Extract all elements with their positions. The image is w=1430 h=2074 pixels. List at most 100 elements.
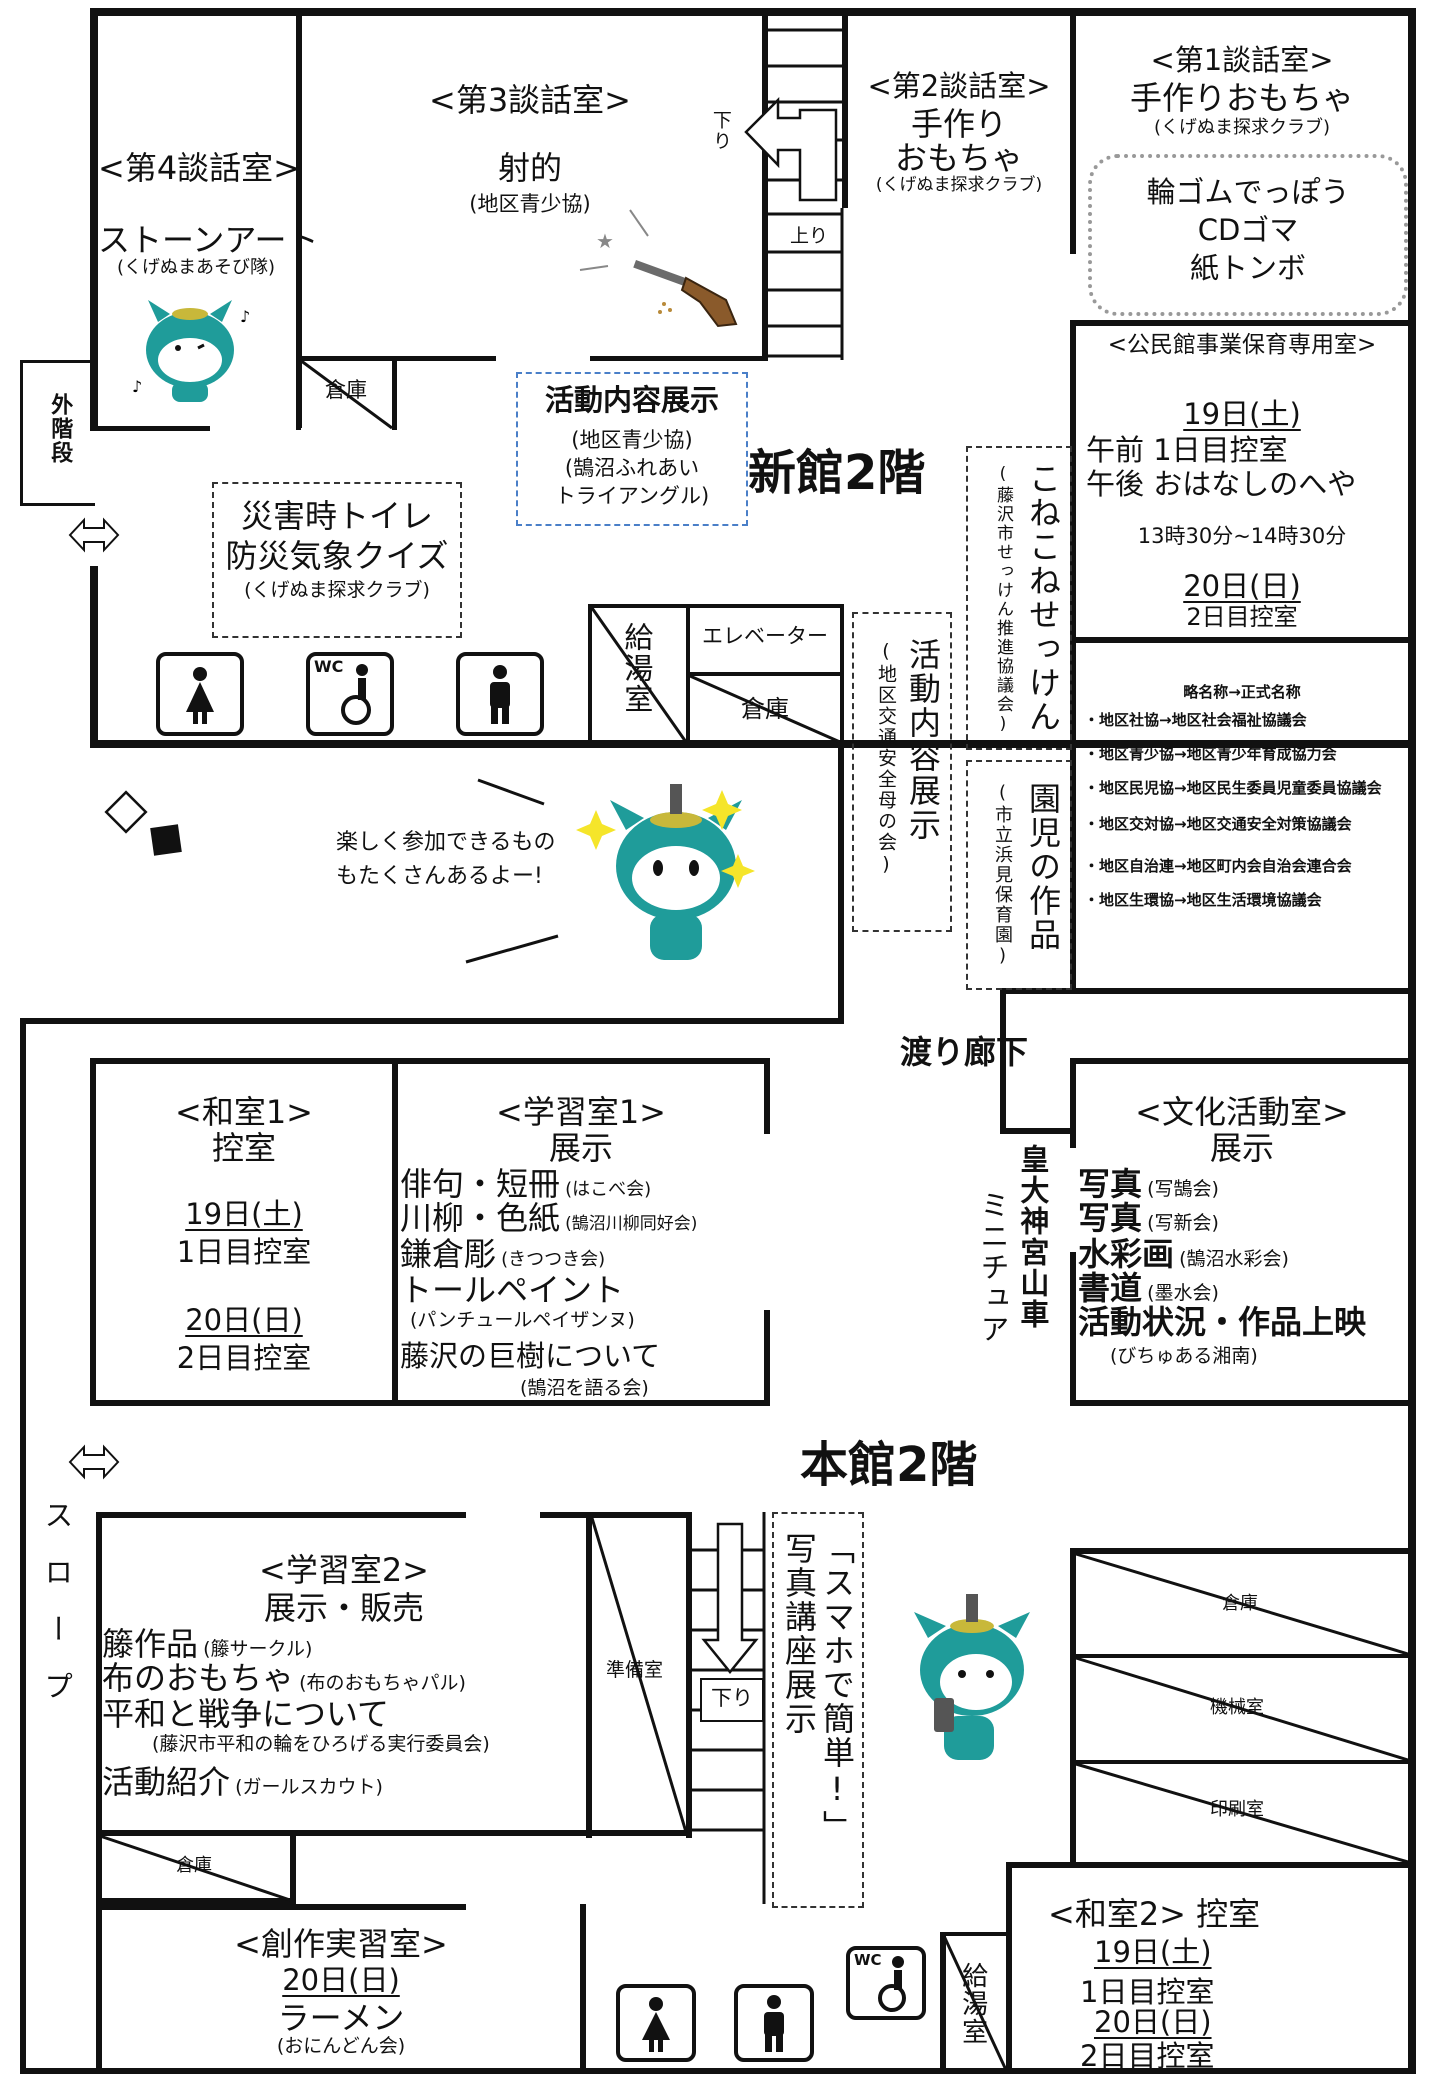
- exhibit-org: (鵠沼川柳同好会): [565, 1214, 698, 1234]
- svg-text:★: ★: [596, 229, 614, 253]
- wall: [1000, 1128, 1076, 1134]
- room1-toy-list: 輪ゴムでっぽう CDゴマ 紙トンボ: [1088, 154, 1408, 316]
- accessible-toilet-icon: WC: [306, 652, 394, 736]
- exhibit-org: (はこべ会): [565, 1179, 652, 1200]
- exhibit-title: 平和と戦争について: [102, 1695, 390, 1733]
- room4-item: ストーンアート: [98, 221, 319, 259]
- wall: [90, 426, 210, 431]
- washitsu1-sub: 控室: [211, 1129, 276, 1167]
- down-arrow-icon: [701, 1522, 759, 1674]
- nursery-pm: 午後 おはなしのへや: [1086, 467, 1357, 501]
- exhibit-org: (写新会): [1147, 1212, 1219, 1234]
- sosaku-item: ラーメン: [277, 1999, 405, 2037]
- exhibit-item: 鎌倉彫 (きつつき会): [400, 1236, 605, 1273]
- room1-org: (くげぬま探求クラブ): [1153, 117, 1331, 138]
- exhibit-item: 俳句・短冊 (はこべ会): [400, 1166, 651, 1203]
- stairs-up-label: 上り: [790, 225, 829, 247]
- wall: [686, 1512, 692, 1838]
- exhibit-item: 写真 (写鵠会): [1078, 1166, 1219, 1203]
- womens-toilet-icon: [156, 652, 244, 736]
- disaster-line1: 災害時トイレ: [240, 497, 433, 535]
- exhibit-org: (びちゅある湘南): [1110, 1345, 1258, 1367]
- outer-stairs: 外階段: [20, 360, 95, 506]
- exhibit-org: (パンチュールペイザンヌ): [410, 1309, 635, 1331]
- wall: [96, 1904, 466, 1910]
- washitsu2-day2-room: 2日目控室: [1080, 2039, 1215, 2073]
- wall: [290, 1830, 296, 1904]
- gakushu2-sub: 展示・販売: [263, 1589, 424, 1627]
- washitsu2-day1-room: 1日目控室: [1080, 1975, 1215, 2009]
- wall: [20, 1018, 842, 1024]
- wall: [96, 1512, 466, 1518]
- wall: [90, 566, 98, 746]
- exhibit-title: 籐作品: [102, 1625, 199, 1663]
- wall: [296, 356, 301, 430]
- wc-label: WC: [314, 657, 344, 676]
- exhibit-item: 活動紹介 (ガールスカウト): [102, 1764, 383, 1801]
- mascot-icon: [576, 784, 755, 960]
- wall: [580, 1904, 586, 2074]
- room2-org: (くげぬま探求クラブ): [875, 175, 1043, 195]
- wall: [296, 8, 302, 428]
- children-title: 園児の作品: [1024, 782, 1062, 952]
- exhibit-item: 書道 (墨水会): [1078, 1270, 1219, 1307]
- exhibit-title: 俳句・短冊: [400, 1165, 561, 1203]
- wall: [392, 356, 397, 430]
- shinkan-floor-title: 新館2階: [748, 445, 926, 501]
- wall: [1070, 637, 1416, 643]
- activity-vertical-org: (地区交通安全母の会): [875, 640, 897, 877]
- stairs-down-label: 下り: [709, 110, 732, 152]
- wall: [1070, 1760, 1416, 1764]
- wall: [940, 1932, 1012, 1936]
- mini-col2: ミニチュア: [975, 1190, 1010, 1345]
- wall: [90, 1400, 770, 1406]
- souko-label: 倉庫: [1222, 1593, 1258, 1614]
- storage2-label: 倉庫: [741, 695, 789, 723]
- toy-gun-icon: [633, 260, 738, 328]
- nursery-day1: 19日(土): [1183, 397, 1301, 431]
- wall: [1070, 1654, 1416, 1658]
- honkan-down-box: 下り: [700, 1678, 764, 1722]
- room2-item1: 手作り: [910, 105, 1007, 143]
- wall: [90, 8, 98, 430]
- toy-list-item: CDゴマ: [1197, 213, 1299, 247]
- wall: [1000, 988, 1416, 994]
- children-box: 園児の作品 (市立浜見保育園): [966, 760, 1072, 990]
- activity-display-org: (鵠沼ふれあい: [564, 456, 700, 480]
- wall: [96, 1898, 296, 1904]
- wall: [20, 1018, 26, 2074]
- activity-display-title: 活動内容展示: [544, 383, 719, 417]
- wall: [940, 1932, 946, 2074]
- room2-item2: おもちゃ: [894, 139, 1023, 177]
- room2-name: <第2談話室>: [867, 69, 1051, 103]
- exhibit-org: (写鵠会): [1147, 1178, 1219, 1200]
- corridor-label: 渡り廊下: [900, 1033, 1029, 1071]
- wall: [1070, 8, 1076, 254]
- activity-vertical-title: 活動内容展示: [904, 638, 942, 842]
- mens-toilet-icon: [734, 1984, 814, 2062]
- wall: [1006, 1862, 1416, 1868]
- mini-col1: 皇大神宮山車: [1015, 1144, 1050, 1330]
- kikai-diagonal: [1075, 1656, 1409, 1762]
- wall: [392, 1058, 398, 1406]
- disaster-org: (くげぬま探求クラブ): [244, 579, 430, 601]
- gakushu2-name: <学習室2>: [259, 1551, 429, 1589]
- prep-diagonal: [590, 1517, 688, 1833]
- washitsu1-day1: 19日(土): [185, 1197, 303, 1231]
- disaster-line2: 防災気象クイズ: [225, 537, 449, 575]
- nursery-time: 13時30分~14時30分: [1137, 524, 1347, 548]
- children-org: (市立浜見保育園): [992, 782, 1013, 968]
- wall: [1070, 1058, 1076, 1148]
- washitsu1-day2: 20日(日): [185, 1303, 303, 1337]
- room4-org: (くげぬまあそび隊): [116, 257, 276, 278]
- exhibit-org: (ガールスカウト): [235, 1776, 383, 1798]
- wall: [90, 1058, 96, 1406]
- storage-label: 倉庫: [325, 378, 367, 402]
- smartphone-col2: 写真講座展示: [780, 1532, 818, 1736]
- mascot-icon: [914, 1594, 1030, 1760]
- exhibit-org: (鵠沼を語る会): [520, 1377, 649, 1399]
- wall: [762, 8, 768, 358]
- gakushu1-sub: 展示: [548, 1129, 613, 1167]
- soap-org: (藤沢市せっけん推進協議会): [993, 464, 1013, 736]
